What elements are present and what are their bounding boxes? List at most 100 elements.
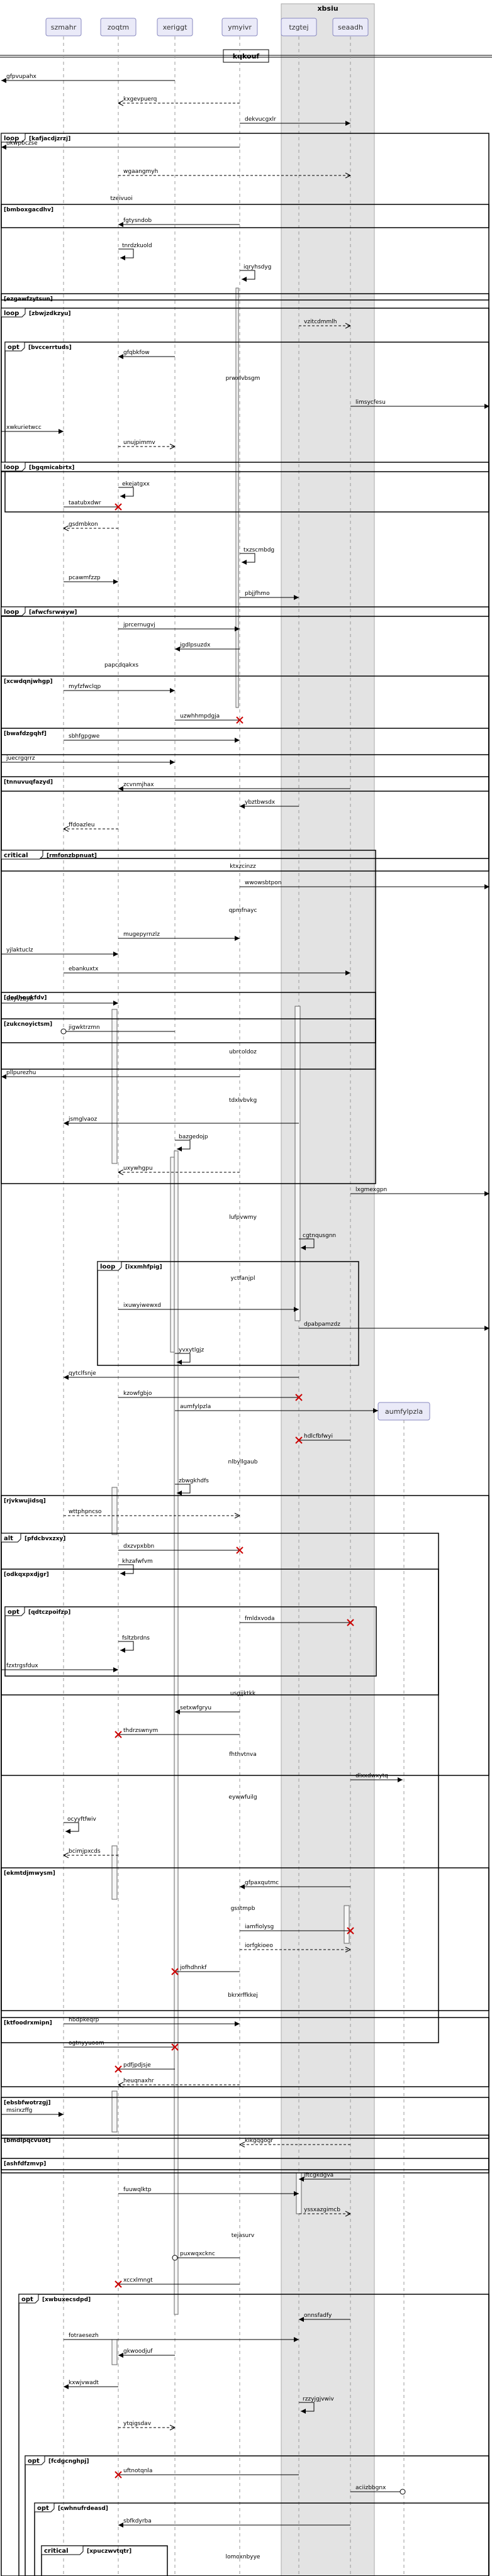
message-label: unujpimmv	[123, 440, 155, 446]
destroy-cross	[115, 2065, 122, 2073]
fragment-kind: critical	[4, 852, 28, 859]
message-label: xwkurietwcc	[6, 425, 42, 431]
participant-head-2	[157, 18, 193, 36]
fragment-condition: [bwafdzgqhf]	[4, 731, 47, 737]
message-label: sbhfgpgwe	[69, 733, 100, 740]
arrowhead	[118, 354, 123, 359]
message-note: usgjjktkk	[230, 1690, 256, 1697]
message-label: limsycfesu	[355, 399, 386, 406]
message-label: fuuwqlktp	[123, 2187, 152, 2193]
arrowhead	[240, 1884, 245, 1889]
message-label: bcimjpxcds	[69, 1848, 101, 1855]
message-label: khzafwfvm	[122, 1558, 153, 1565]
message-label: iorfgkioeo	[245, 1943, 273, 1949]
fragment-tab	[1, 462, 26, 472]
message-label: ffdoazleu	[69, 822, 94, 828]
fragment-tab	[34, 2502, 55, 2512]
fragment-condition: [ixxmhfpig]	[125, 1264, 162, 1270]
arrowhead	[373, 1408, 378, 1413]
fragment-frame	[1, 675, 489, 755]
message-label: ebankuxtx	[69, 966, 99, 972]
arrowhead	[118, 1169, 124, 1175]
arrowhead	[64, 1375, 69, 1380]
fragment-kind: loop	[100, 1263, 115, 1270]
fragment-tab	[25, 2455, 45, 2465]
arrowhead	[239, 2141, 245, 2148]
fragment-condition: [tnnuvuqfazyd]	[4, 779, 53, 786]
participant-head-3	[221, 18, 258, 36]
message-label: gsdmbkon	[69, 521, 98, 528]
destroy-cross	[115, 503, 122, 511]
diagram-title-frame	[223, 49, 269, 63]
message-label: iamfiolysg	[245, 1924, 274, 1930]
self-call-arrow	[240, 553, 255, 563]
arrowhead	[118, 2523, 123, 2528]
message-label: dxzvpxbbn	[123, 1543, 154, 1550]
self-call-arrow	[118, 1564, 134, 1574]
arrowhead	[484, 1326, 489, 1331]
fragment-kind: loop	[4, 135, 19, 142]
fragment-frame	[4, 1606, 377, 1677]
arrowhead	[120, 255, 125, 260]
fragment-tab	[4, 1606, 25, 1616]
fragment-tab	[18, 2294, 39, 2304]
self-call-arrow	[175, 1140, 191, 1150]
arrowhead	[177, 1360, 182, 1365]
fragment-tab	[1, 850, 43, 860]
message-label: pdfjpdjsje	[123, 2062, 151, 2068]
box-label: xbsiu	[317, 4, 338, 13]
message-label: jigwktrzmn	[68, 1024, 100, 1031]
destroy-cross	[236, 716, 243, 724]
message-note: nlbyllgaub	[228, 1459, 258, 1465]
fragment-condition: [ashfdfzmvp]	[4, 2161, 46, 2167]
arrowhead	[63, 525, 69, 531]
arrowhead	[235, 2021, 240, 2026]
fragment-condition: [ktfoodrxmipn]	[4, 2020, 52, 2026]
message-note: qpmfnayc	[229, 908, 257, 914]
arrowhead	[484, 1191, 489, 1196]
participant-label: szmahr	[51, 23, 77, 31]
fragment-condition: [afwcfsrwwyw]	[29, 609, 77, 616]
message-label: aciizbbgnx	[355, 2485, 386, 2491]
message-label: kxwjvwadt	[69, 2380, 99, 2386]
fragment-frame	[1, 204, 489, 301]
fragment-kind: loop	[4, 609, 19, 616]
activation-bar	[111, 2090, 118, 2133]
message-note: ktxzcinzz	[230, 863, 256, 870]
fragment-condition: [odkqxpxdjgr]	[4, 1572, 49, 1578]
arrowhead	[294, 2337, 299, 2342]
arrowhead	[65, 1829, 70, 1834]
fragment-kind: alt	[4, 1535, 13, 1542]
destroy-cross	[236, 1546, 243, 1554]
message-label: uzwhhmpdgja	[180, 713, 220, 719]
fragment-condition: [zukcnoyictsm]	[4, 1021, 52, 1028]
arrowhead	[1, 78, 6, 83]
message-label: zcvnmjhax	[123, 782, 154, 788]
fragment-tab	[97, 1261, 122, 1271]
fragment-condition: [bmdlpqcvuot]	[4, 2138, 51, 2144]
message-label: ogtnyyuoom	[69, 2040, 104, 2046]
message-label: ukwpbczse	[6, 140, 38, 147]
fragment-kind: loop	[4, 464, 19, 471]
fragment-frame	[1, 1568, 439, 1696]
destroy-cross	[171, 2043, 179, 2051]
message-label: onnsfadfy	[304, 2312, 332, 2319]
message-label: juecrgqrrz	[6, 755, 35, 762]
message-label: gfpvupahx	[6, 74, 37, 80]
fragment-frame	[1, 2017, 489, 2087]
participant-label: zoqtm	[108, 23, 130, 31]
message-label: dpabpamzdz	[304, 1321, 340, 1328]
arrowhead	[63, 1852, 69, 1858]
message-label: mugepyrnzlz	[123, 931, 160, 938]
arrowhead	[118, 222, 123, 227]
destroy-cross	[171, 1968, 179, 1975]
self-call-arrow	[299, 1238, 315, 1248]
arrowhead	[299, 2317, 304, 2322]
destroy-cross	[115, 2471, 122, 2479]
message-note: tdxlvbvkg	[229, 1097, 257, 1104]
arrowhead	[234, 1513, 240, 1519]
message-label: jprcernugvj	[123, 622, 155, 628]
destroy-cross	[115, 2280, 122, 2288]
arrowhead	[299, 2177, 304, 2182]
message-label: txzscmbdg	[243, 547, 274, 553]
